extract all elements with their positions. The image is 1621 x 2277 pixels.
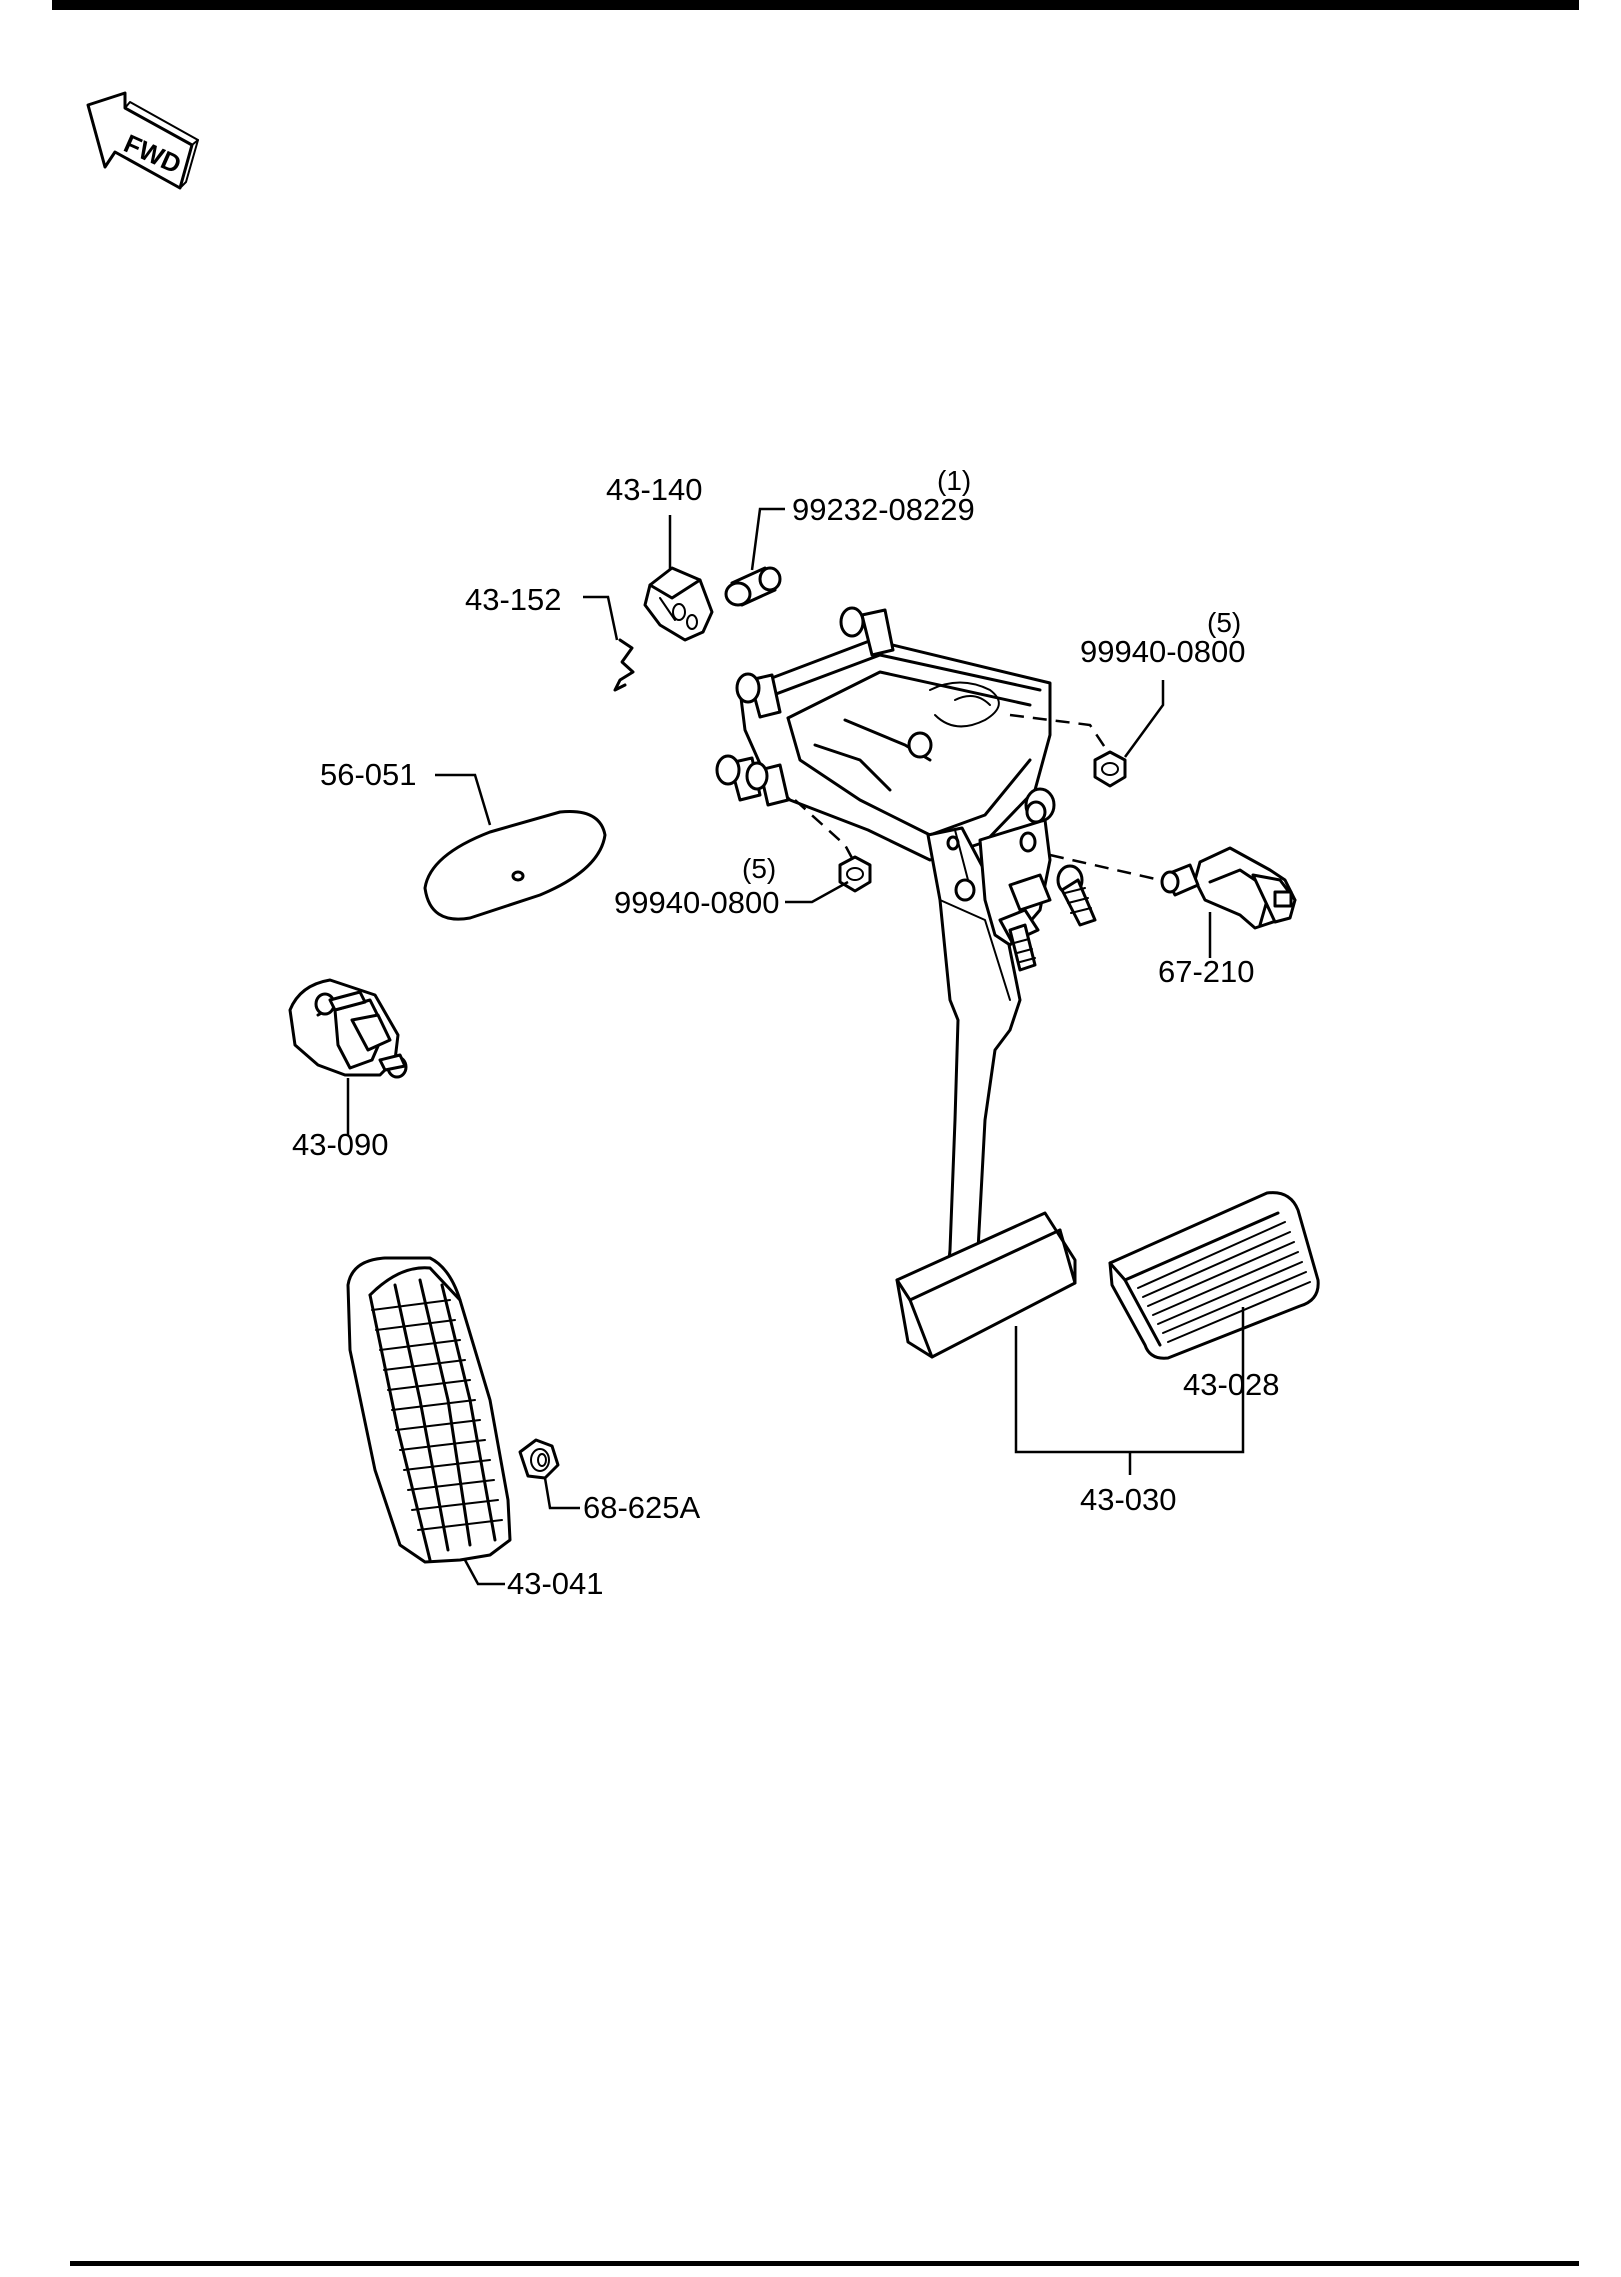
dash-switch [1049, 853, 1161, 882]
callout-43-090: 43-090 [292, 1127, 389, 1162]
callout-99940-0800-left-qty: (5) [742, 853, 776, 884]
fwd-arrow-icon: FWD [86, 91, 199, 190]
part-68-625A [518, 1438, 560, 1480]
bottom-border-rule [70, 2261, 1579, 2266]
dash-nut-right [1009, 713, 1110, 753]
callout-43-140: 43-140 [606, 472, 703, 507]
callout-67-210: 67-210 [1158, 954, 1255, 989]
callout-43-041: 43-041 [507, 1566, 604, 1601]
callout-43-028: 43-028 [1183, 1367, 1280, 1402]
part-99940-0800-left [838, 855, 872, 893]
top-border-rule [52, 0, 1579, 10]
part-56-051 [423, 809, 607, 921]
callout-99232-08229: 99232-08229 [792, 492, 975, 527]
part-43-152 [613, 638, 635, 692]
callout-43-152: 43-152 [465, 582, 562, 617]
part-43-140 [643, 566, 714, 642]
part-99940-0800-right [1093, 750, 1127, 788]
pedal-bracket-assembly [715, 606, 1097, 1359]
callout-56-051: 56-051 [320, 757, 417, 792]
callout-99940-0800-left: 99940-0800 [614, 885, 780, 920]
callout-68-625A: 68-625A [583, 1490, 701, 1525]
part-99232-08229 [724, 566, 782, 607]
dash-nut-left [794, 799, 854, 859]
part-43-041 [346, 1256, 512, 1564]
callout-99940-0800-right-qty: (5) [1207, 607, 1241, 638]
callout-99232-08229-qty: (1) [937, 465, 971, 496]
callout-43-030: 43-030 [1080, 1482, 1177, 1517]
callout-99940-0800-right: 99940-0800 [1080, 634, 1246, 669]
part-43-090 [288, 978, 408, 1079]
part-43-028 [1108, 1191, 1320, 1360]
part-67-210 [1160, 846, 1297, 930]
leader-lines [346, 507, 1245, 1586]
